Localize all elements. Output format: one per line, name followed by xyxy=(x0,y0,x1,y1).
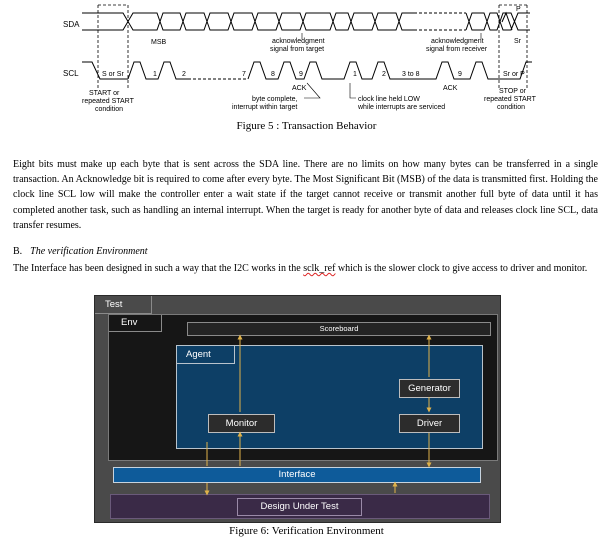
paragraph-interface-end: which is the slower clock to give access… xyxy=(335,263,588,274)
sda-waveform xyxy=(82,11,530,31)
interface-bar: Interface xyxy=(113,467,481,483)
agent-label: Agent xyxy=(177,346,235,364)
scl-label: SCL xyxy=(63,69,79,78)
section-number: B. xyxy=(13,246,23,257)
clock-held-note-2: while interrupts are serviced xyxy=(357,104,445,111)
scl-pulse-9: 9 xyxy=(299,71,303,78)
ack-receiver-line1: acknowledgment xyxy=(431,38,484,45)
sr-label: Sr xyxy=(514,38,522,45)
scl-pulse-8: 8 xyxy=(271,71,275,78)
p-label: P xyxy=(516,6,521,13)
scl-ack-2: ACK xyxy=(443,85,458,92)
timing-diagram: SDA SCL MSB acknowledgment signal from t… xyxy=(63,4,537,113)
driver-box: Driver xyxy=(399,414,460,433)
scl-pulse-9b: 9 xyxy=(458,71,462,78)
scl-pulse-7: 7 xyxy=(242,71,246,78)
scl-pulse-2: 2 xyxy=(182,71,186,78)
figure-5-caption: Figure 5 : Transaction Behavior xyxy=(236,120,377,132)
scl-waveform xyxy=(82,61,532,80)
dut-box: Design Under Test xyxy=(237,498,362,516)
sclk-ref-term: sclk_ref xyxy=(303,263,336,274)
scl-pulse-1b: 1 xyxy=(353,71,357,78)
s-or-sr-label: S or Sr xyxy=(102,71,124,78)
byte-complete-note-2: interrupt within target xyxy=(232,104,297,111)
scoreboard-box: Scoreboard xyxy=(187,322,491,336)
scl-pulse-2b: 2 xyxy=(382,71,386,78)
byte-complete-note-1: byte complete, xyxy=(252,96,298,103)
stop-note-2: repeated START xyxy=(484,96,537,103)
paragraph-interface-start: The Interface has been designed in such … xyxy=(13,263,304,274)
ack-receiver-line2: signal from receiver xyxy=(426,46,488,53)
section-heading-b: B. The verification Environment xyxy=(13,246,148,257)
start-note-3: condition xyxy=(95,106,123,113)
generator-box: Generator xyxy=(399,379,460,398)
scl-pulse-3to8: 3 to 8 xyxy=(402,71,420,78)
stop-note-1: STOP or xyxy=(499,88,527,95)
msb-label: MSB xyxy=(151,39,167,46)
verification-environment-diagram: Test Env Scoreboard Agent Generator Moni… xyxy=(94,295,501,523)
env-label: Env xyxy=(109,315,162,332)
clock-held-note-1: clock line held LOW xyxy=(358,96,420,103)
ack-target-line1: acknowledgment xyxy=(272,38,325,45)
dut-region: Design Under Test xyxy=(110,494,490,519)
figure-6-caption: Figure 6: Verification Environment xyxy=(229,525,384,537)
agent-region: Agent Generator Monitor Driver xyxy=(176,345,483,449)
sr-or-p-label: Sr or P xyxy=(503,71,525,78)
timing-markers xyxy=(97,4,528,88)
start-note-1: START or xyxy=(89,90,120,97)
sda-label: SDA xyxy=(63,20,80,29)
ack-target-line2: signal from target xyxy=(270,46,324,53)
scl-pulse-1: 1 xyxy=(153,71,157,78)
section-title: The verification Environment xyxy=(30,246,148,257)
paragraph-sda-bytes: Eight bits must make up each byte that i… xyxy=(13,159,598,231)
start-note-2: repeated START xyxy=(82,98,135,105)
paragraph-interface: The Interface has been designed in such … xyxy=(13,261,598,276)
env-region: Env Scoreboard Agent Generator Monitor D… xyxy=(108,314,498,461)
sda-dashes xyxy=(414,12,466,31)
stop-note-3: condition xyxy=(497,104,525,111)
monitor-box: Monitor xyxy=(208,414,275,433)
scl-ack-1: ACK xyxy=(292,85,307,92)
note-leaders xyxy=(304,82,356,99)
test-label: Test xyxy=(95,296,152,314)
